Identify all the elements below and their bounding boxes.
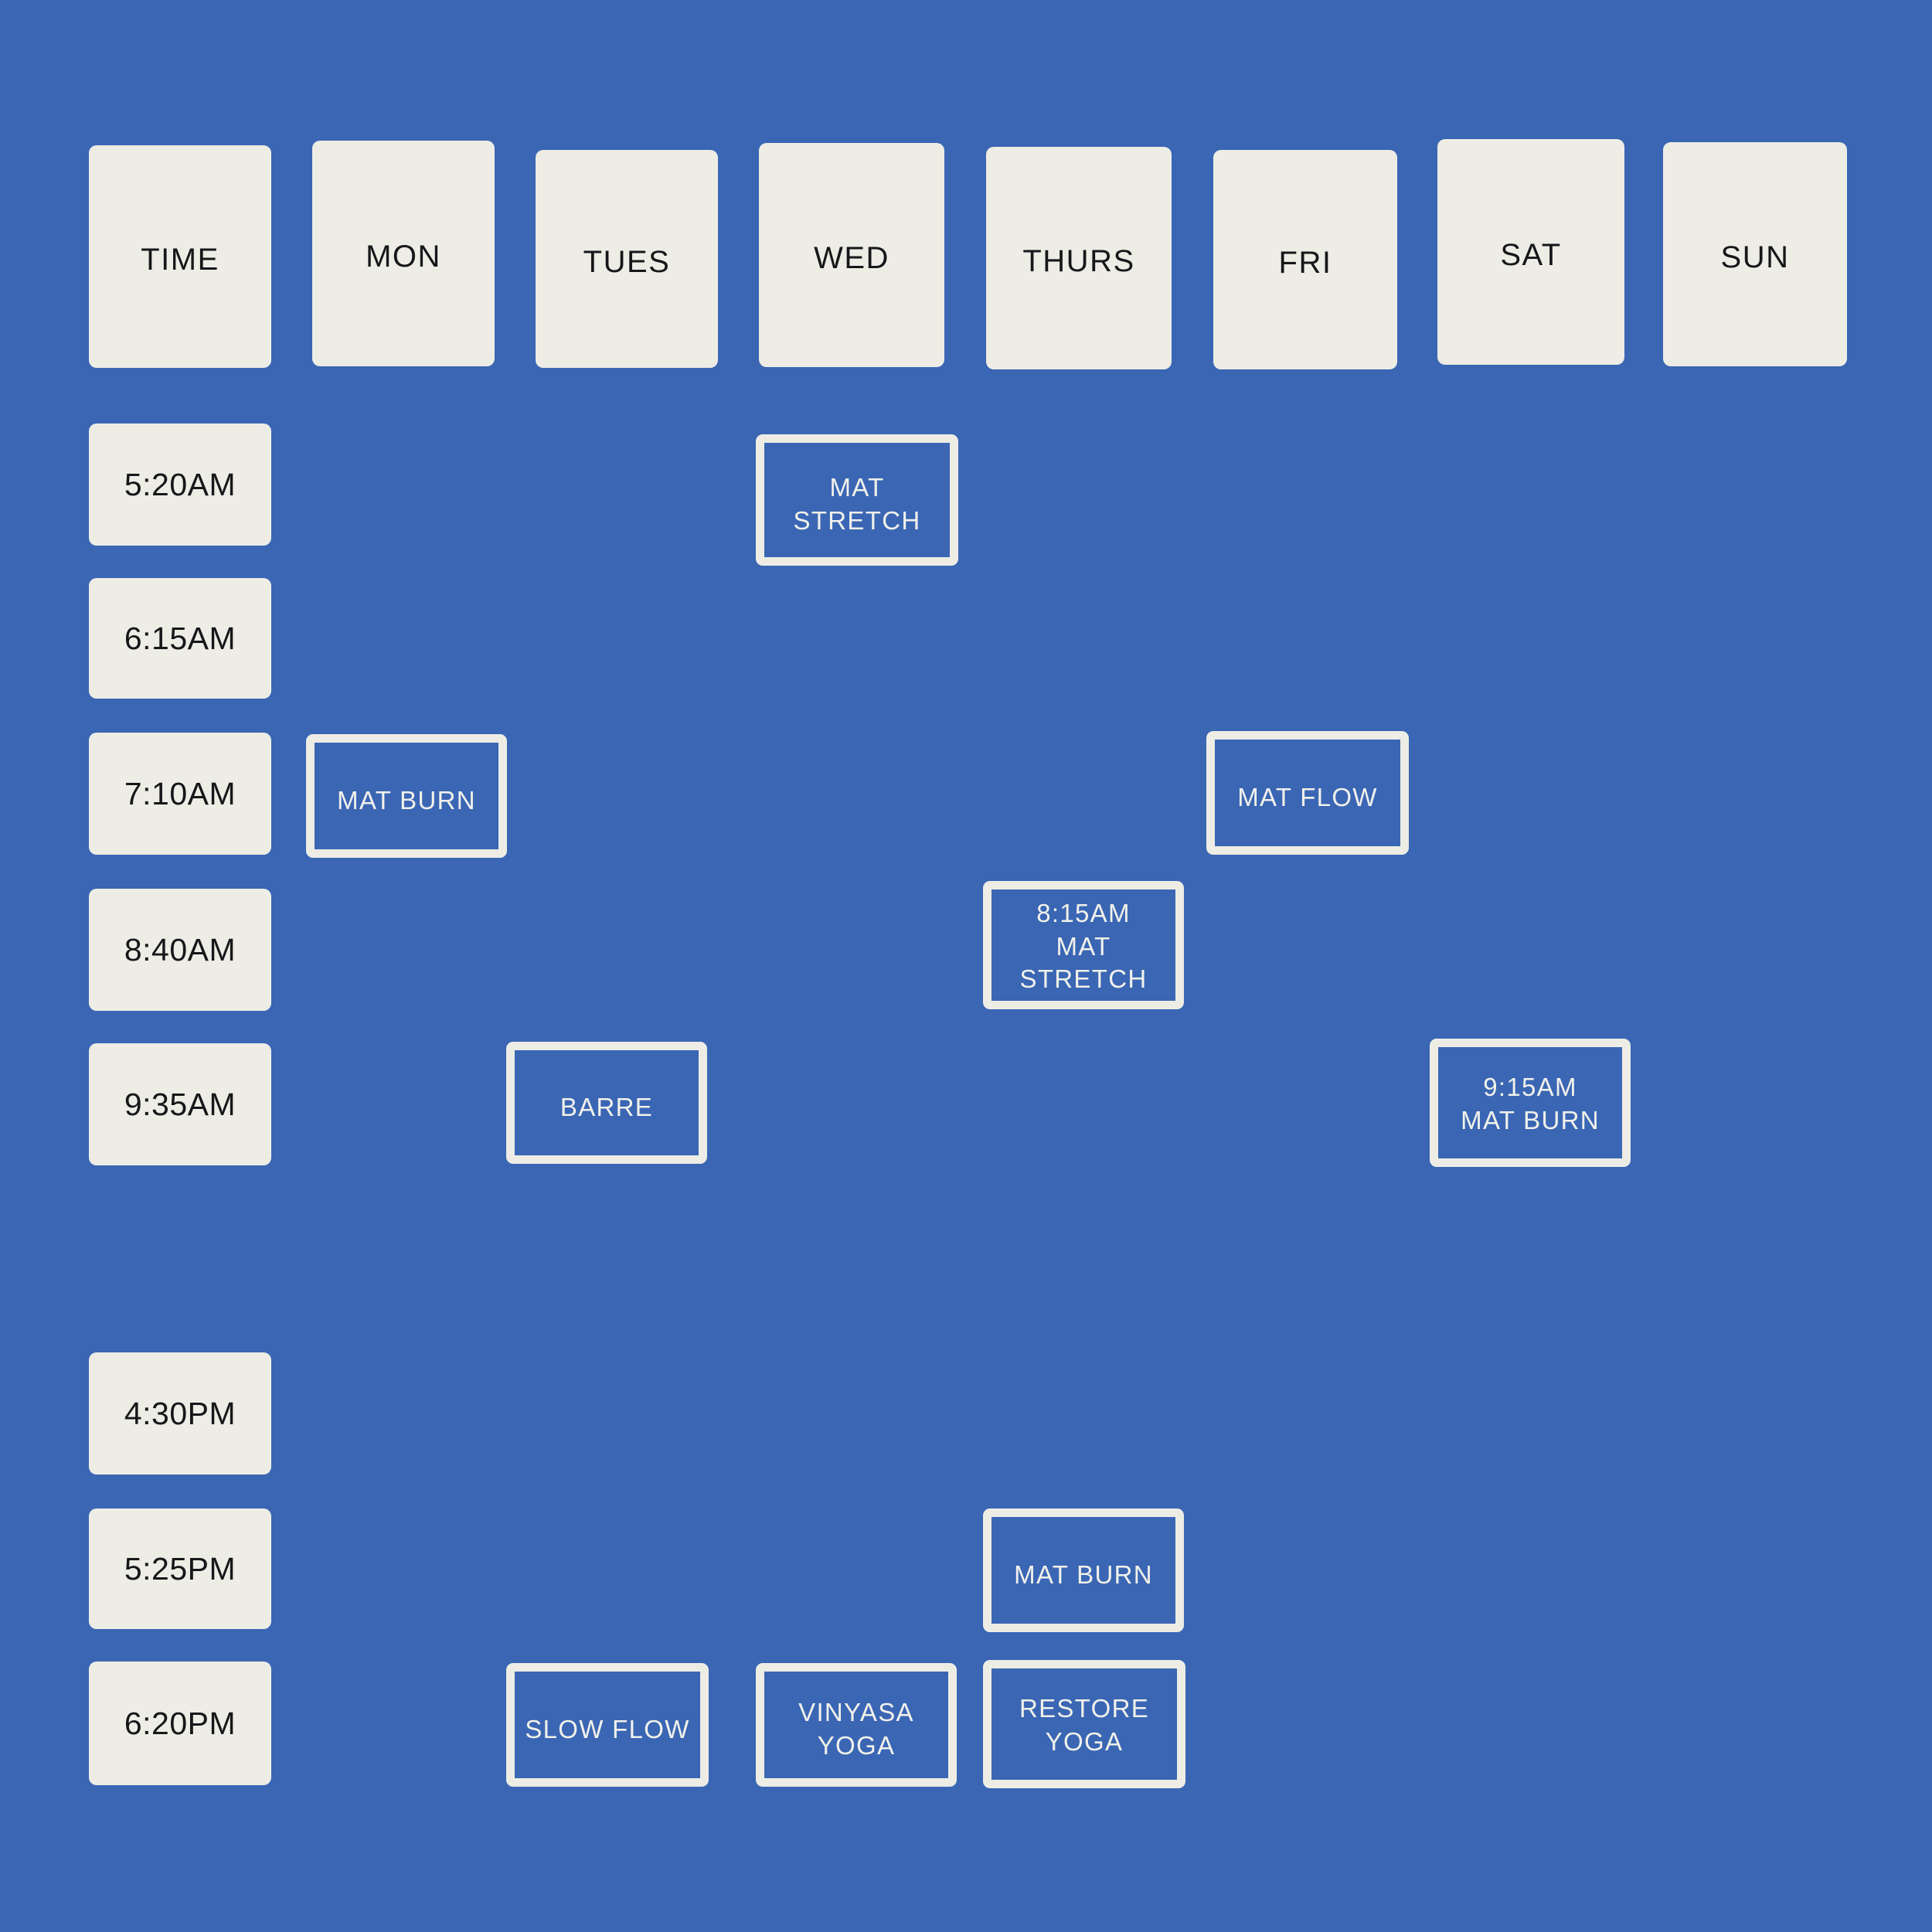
class-card[interactable]: VINYASA YOGA: [756, 1663, 957, 1787]
class-card[interactable]: MAT BURN: [983, 1509, 1184, 1632]
class-card-label: MAT BURN: [337, 785, 476, 815]
column-header-label: SUN: [1720, 240, 1790, 274]
column-header-tues[interactable]: TUES: [536, 150, 718, 368]
column-header-sun[interactable]: SUN: [1663, 142, 1847, 366]
time-slot-cell[interactable]: 6:15AM: [89, 578, 271, 699]
column-header-fri[interactable]: FRI: [1213, 150, 1397, 369]
class-card[interactable]: 9:15AM MAT BURN: [1430, 1039, 1631, 1167]
column-header-label: MON: [366, 239, 441, 274]
time-slot-label: 5:20AM: [124, 466, 236, 502]
time-slot-cell[interactable]: 5:20AM: [89, 423, 271, 546]
class-card-label: MAT STRETCH: [793, 473, 921, 535]
column-header-label: TUES: [583, 244, 671, 279]
column-header-label: WED: [814, 240, 889, 275]
column-header-sat[interactable]: SAT: [1437, 139, 1624, 365]
class-card[interactable]: SLOW FLOW: [506, 1663, 709, 1787]
class-card-label: SLOW FLOW: [525, 1714, 690, 1743]
class-card[interactable]: 8:15AM MAT STRETCH: [983, 881, 1184, 1009]
class-card-label: VINYASA YOGA: [798, 1698, 914, 1760]
class-card[interactable]: MAT FLOW: [1206, 731, 1409, 855]
class-card[interactable]: BARRE: [506, 1042, 707, 1164]
class-card[interactable]: RESTORE YOGA: [983, 1660, 1185, 1788]
time-slot-label: 8:40AM: [124, 931, 236, 968]
time-slot-cell[interactable]: 9:35AM: [89, 1043, 271, 1165]
time-slot-label: 9:35AM: [124, 1086, 236, 1122]
column-header-mon[interactable]: MON: [312, 141, 495, 366]
class-card[interactable]: MAT STRETCH: [756, 434, 958, 566]
column-header-label: TIME: [141, 242, 219, 277]
class-card-label: 9:15AM MAT BURN: [1461, 1073, 1600, 1134]
time-slot-cell[interactable]: 7:10AM: [89, 733, 271, 855]
time-slot-label: 6:20PM: [124, 1705, 236, 1741]
class-card-label: BARRE: [560, 1092, 654, 1121]
time-slot-label: 4:30PM: [124, 1395, 236, 1431]
time-slot-cell[interactable]: 6:20PM: [89, 1662, 271, 1785]
column-header-label: FRI: [1278, 245, 1332, 280]
column-header-time[interactable]: TIME: [89, 145, 271, 368]
time-slot-label: 6:15AM: [124, 620, 236, 656]
column-header-label: SAT: [1500, 237, 1562, 272]
class-card-label: RESTORE YOGA: [1019, 1694, 1150, 1756]
time-slot-cell[interactable]: 4:30PM: [89, 1352, 271, 1475]
column-header-wed[interactable]: WED: [759, 143, 944, 367]
time-slot-label: 7:10AM: [124, 775, 236, 811]
column-header-label: THURS: [1022, 243, 1135, 278]
class-card-label: MAT FLOW: [1237, 782, 1378, 811]
time-slot-cell[interactable]: 5:25PM: [89, 1509, 271, 1629]
class-card-label: 8:15AM MAT STRETCH: [1019, 898, 1148, 994]
time-slot-label: 5:25PM: [124, 1550, 236, 1587]
class-card[interactable]: MAT BURN: [306, 734, 507, 858]
time-slot-cell[interactable]: 8:40AM: [89, 889, 271, 1011]
class-card-label: MAT BURN: [1014, 1560, 1153, 1589]
column-header-thurs[interactable]: THURS: [986, 147, 1172, 369]
